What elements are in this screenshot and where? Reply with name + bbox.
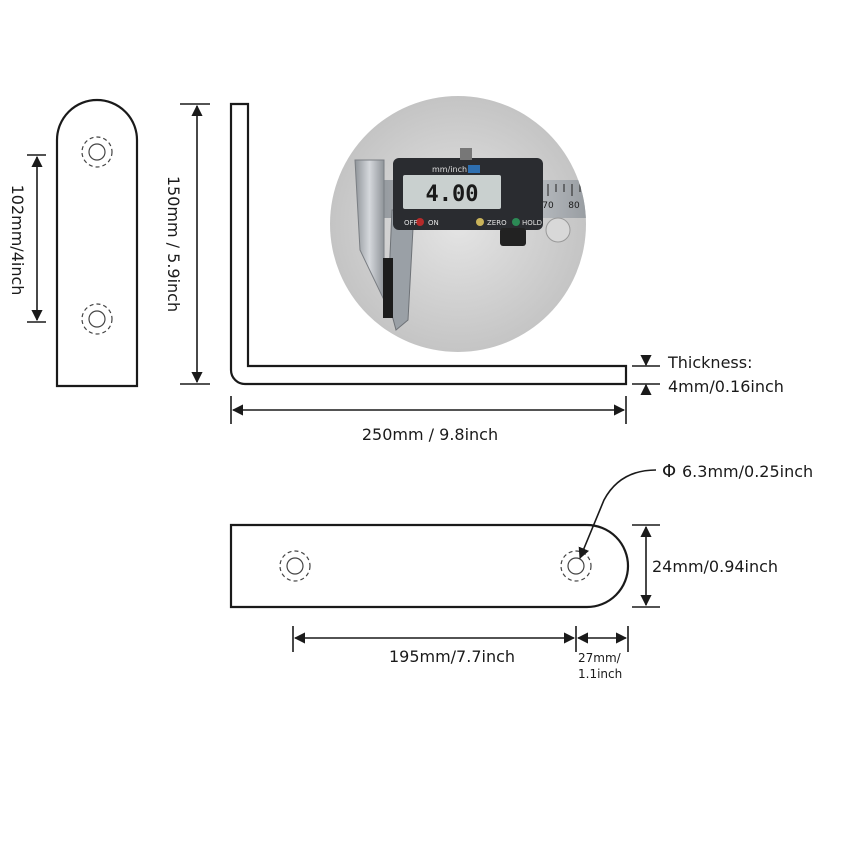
caliper-scale: 70 80: [542, 184, 581, 211]
side-strip-hole-bottom: [81, 303, 113, 335]
bottom-plate-hole-left: [279, 550, 311, 582]
scale-mark-70: 70: [542, 201, 554, 211]
angle-bracket: [229, 102, 628, 386]
caliper-buttons: OFF ON ZERO HOLD: [404, 218, 542, 227]
diameter-symbol: Φ: [662, 461, 676, 482]
caliper-reading: 4.00: [426, 182, 479, 207]
hole-diameter-label: 6.3mm/0.25inch: [682, 462, 813, 481]
width-dimension: 24mm/0.94inch: [632, 524, 778, 608]
scale-mark-80: 80: [568, 201, 580, 211]
bottom-hole-spacing-label: 195mm/7.7inch: [389, 647, 515, 666]
caliper-photo: 70 80 mm/inch 4.00 OFF ON ZERO HOLD: [330, 96, 586, 352]
width-label: 24mm/0.94inch: [652, 557, 778, 576]
caliper-unit-label: mm/inch: [432, 165, 467, 174]
hole-diameter-callout: Φ 6.3mm/0.25inch: [578, 461, 813, 560]
hole-spacing-label: 102mm/4inch: [8, 185, 27, 296]
height-dimension: 150mm / 5.9inch: [164, 103, 210, 385]
thickness-dimension: Thickness: 4mm/0.16inch: [632, 353, 784, 396]
side-strip-hole-top: [81, 136, 113, 168]
end-offset-label-line1: 27mm/: [578, 651, 622, 665]
thickness-title: Thickness:: [667, 353, 752, 372]
hole-spacing-dimension: 102mm/4inch: [8, 154, 46, 323]
button-zero: ZERO: [487, 219, 507, 227]
button-off: OFF: [404, 219, 418, 227]
button-hold: HOLD: [522, 219, 542, 227]
height-label: 150mm / 5.9inch: [164, 176, 183, 312]
button-on: ON: [428, 219, 439, 227]
caliper-lcd: [403, 175, 501, 209]
bottom-hole-spacing-dimension: 195mm/7.7inch 27mm/ 1.1inch: [292, 626, 629, 681]
bottom-plate-hole-right: [560, 550, 592, 582]
thickness-value: 4mm/0.16inch: [668, 377, 784, 396]
length-dimension: 250mm / 9.8inch: [230, 396, 627, 444]
bottom-plate: [229, 523, 630, 609]
length-label: 250mm / 9.8inch: [362, 425, 498, 444]
side-strip: [55, 98, 139, 388]
end-offset-label-line2: 1.1inch: [578, 667, 622, 681]
